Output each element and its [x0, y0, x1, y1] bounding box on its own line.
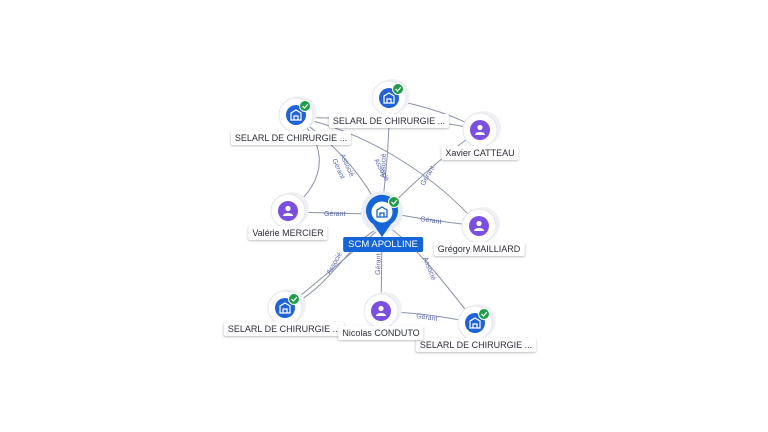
building-icon: [279, 302, 291, 314]
person-label-p4[interactable]: Nicolas CONDUTO: [338, 326, 424, 340]
edge-label: Gérant: [416, 313, 438, 323]
building-icon: [469, 317, 481, 329]
company-label-c3[interactable]: SELARL DE CHIRURGIE ...: [223, 322, 345, 336]
person-label-p3[interactable]: Grégory MAILLIARD: [433, 242, 525, 256]
verified-icon: [288, 293, 300, 305]
person-icon: [376, 305, 386, 316]
person-icon: [475, 124, 485, 135]
verified-icon: [388, 196, 400, 208]
company-node-c4[interactable]: [457, 304, 496, 341]
building-icon: [290, 109, 302, 121]
company-node-c3[interactable]: [267, 289, 306, 326]
person-node-p2[interactable]: [270, 192, 309, 229]
edge-label: Gérant: [420, 216, 442, 226]
person-node-p3[interactable]: [461, 207, 500, 244]
person-label-p1[interactable]: Xavier CATTEAU: [441, 146, 519, 160]
edge-label: Associé: [326, 251, 344, 276]
person-node-p1[interactable]: [462, 111, 501, 148]
edge-label: Gérant: [324, 211, 345, 218]
verified-icon: [392, 83, 404, 95]
person-node-p4[interactable]: [363, 292, 402, 329]
company-node-c2[interactable]: [371, 79, 410, 116]
center-label[interactable]: SCM APOLLINE: [343, 237, 423, 252]
person-label-p2[interactable]: Valérie MERCIER: [248, 226, 328, 240]
verified-icon: [299, 100, 311, 112]
edge-c1-p3: [295, 116, 479, 226]
building-icon: [383, 92, 395, 104]
company-label-c1[interactable]: SELARL DE CHIRURGIE ...: [230, 131, 352, 145]
edge-label: Gérant: [375, 253, 383, 275]
company-node-c1[interactable]: [278, 96, 317, 133]
building-icon: [376, 206, 388, 218]
person-icon: [474, 220, 484, 231]
verified-icon: [478, 308, 490, 320]
person-icon: [283, 205, 293, 216]
company-label-c2[interactable]: SELARL DE CHIRURGIE ...: [328, 114, 450, 128]
company-label-c4[interactable]: SELARL DE CHIRURGIE ...: [415, 338, 537, 352]
edge-label: Associé: [421, 256, 437, 281]
edge-label: Associé: [380, 153, 388, 178]
center-node[interactable]: [361, 191, 403, 237]
